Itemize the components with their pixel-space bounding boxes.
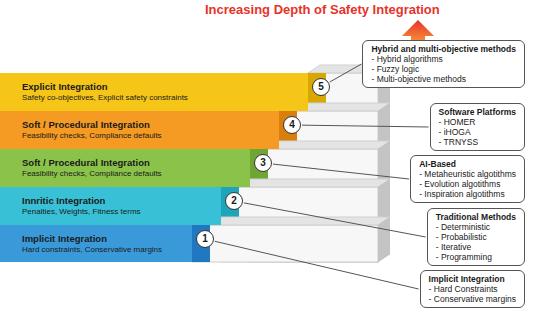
- step-side: [378, 141, 390, 262]
- leader-line: [302, 125, 429, 127]
- step-side: [378, 65, 390, 262]
- leader-line: [244, 203, 426, 237]
- heading-text: AI-Based: [419, 159, 516, 169]
- body-text: - Probabilistic: [436, 232, 516, 242]
- step-number: 2: [225, 192, 243, 210]
- heading-text: Hybrid and multi-objective methods: [371, 44, 516, 54]
- callout-number: 2: [231, 196, 237, 206]
- body-text: Safety co-objectives, Explicit safety co…: [22, 93, 308, 103]
- callout-number: 1: [202, 234, 208, 244]
- body-text: Penalties, Weights, Fitness terms: [22, 207, 221, 217]
- integration-band: Explicit IntegrationSafety co-objectives…: [0, 73, 308, 111]
- body-text: - Conservative margins: [429, 294, 516, 304]
- body-text: - Inspiration algotithms: [419, 189, 516, 199]
- heading-text: Implicit Integration: [22, 233, 192, 245]
- step-front: [192, 225, 378, 262]
- heading-text: Software Platforms: [439, 107, 516, 117]
- integration-band: Innritic IntegrationPenalties, Weights, …: [0, 187, 221, 225]
- heading-text: Traditional Methods: [436, 212, 516, 222]
- body-text: - TRNYSS: [439, 137, 516, 147]
- heading-text: Innritic Integration: [22, 195, 221, 207]
- heading-text: Explicit Integration: [22, 81, 308, 93]
- body-text: Feasibility checks, Compliance defaults: [22, 169, 250, 179]
- callout-number: 5: [318, 82, 324, 92]
- integration-band: Implicit IntegrationHard constraints, Co…: [0, 225, 192, 262]
- body-text: - Programming: [436, 252, 516, 262]
- leader-line: [273, 164, 409, 179]
- step-number: 5: [312, 78, 330, 96]
- step-number: 4: [283, 116, 301, 134]
- body-text: - Iterative: [436, 242, 516, 252]
- method-box: Software Platforms- HOMER- iHOGA- TRNYSS: [430, 103, 525, 151]
- method-box: AI-Based- Metaheuristic algotithms- Evol…: [410, 155, 525, 203]
- body-text: - Hybrid algorithms: [371, 54, 516, 64]
- body-text: - Hard Constraints: [429, 284, 516, 294]
- leader-line: [330, 64, 362, 82]
- body-text: Hard constraints, Conservative margins: [22, 245, 192, 255]
- body-text: - Metaheuristic algotithms: [419, 169, 516, 179]
- method-box: Hybrid and multi-objective methods- Hybr…: [362, 40, 525, 88]
- integration-band: Soft / Procedural IntegrationFeasibility…: [0, 111, 279, 149]
- body-text: - HOMER: [439, 117, 516, 127]
- body-text: - Deterministic: [436, 222, 516, 232]
- body-text: - iHOGA: [439, 127, 516, 137]
- step-side: [378, 217, 390, 262]
- leader-line: [215, 241, 419, 289]
- method-box: Implicit Integration- Hard Constraints- …: [420, 270, 525, 308]
- body-text: Feasibility checks, Compliance defaults: [22, 131, 279, 141]
- heading-text: Soft / Procedural Integration: [22, 119, 279, 131]
- diagram-title: Increasing Depth of Safety Integration: [205, 2, 440, 17]
- integration-band: Soft / Procedural IntegrationFeasibility…: [0, 149, 250, 187]
- step-top: [192, 217, 390, 225]
- step-number: 1: [196, 230, 214, 248]
- method-box: Traditional Methods- Deterministic- Prob…: [427, 208, 525, 266]
- body-text: - Evolution algotithms: [419, 179, 516, 189]
- body-text: - Multi-objective methods: [371, 74, 516, 84]
- body-text: - Fuzzy logic: [371, 64, 516, 74]
- callout-number: 4: [289, 120, 295, 130]
- heading-text: Soft / Procedural Integration: [22, 157, 250, 169]
- callout-number: 3: [260, 158, 266, 168]
- heading-text: Implicit Integration: [429, 274, 516, 284]
- step-number: 3: [254, 154, 272, 172]
